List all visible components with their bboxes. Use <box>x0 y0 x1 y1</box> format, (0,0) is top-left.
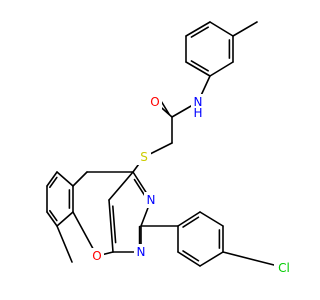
bond <box>209 21 234 37</box>
atom-label-pyrimidine-nitrogen-a: N <box>144 192 158 208</box>
bond-double <box>49 209 58 222</box>
atom-symbol-o: O <box>150 95 159 109</box>
atom-label-sulfur: S <box>137 149 151 165</box>
bond-double <box>182 250 200 262</box>
bond <box>232 21 258 37</box>
atom-label-pyrimidine-nitrogen-b: N <box>134 244 148 260</box>
bond <box>185 21 211 37</box>
bond <box>222 251 275 266</box>
atom-symbol-n: N <box>194 95 203 109</box>
atom-hydrogen-h: H <box>193 106 202 120</box>
bond <box>56 225 73 263</box>
atom-label-pyran-oxygen: O <box>90 248 104 264</box>
bond <box>72 171 88 187</box>
molecule-structure: N H O S N N O <box>46 21 294 276</box>
bond <box>56 211 74 227</box>
bond <box>209 61 234 77</box>
bond-layer <box>46 21 275 267</box>
atom-label-amide-nitrogen: N H <box>191 94 205 120</box>
atom-label-layer: N H O S N N O <box>90 94 294 276</box>
atom-label-chlorine: Cl <box>274 260 294 276</box>
bond <box>177 251 201 267</box>
bond <box>46 171 58 187</box>
bond <box>46 211 58 227</box>
bond <box>185 61 211 77</box>
atom-symbol-n: N <box>147 193 156 207</box>
bond-double <box>112 205 117 244</box>
bond <box>56 171 74 187</box>
bond <box>199 251 224 267</box>
molecule-canvas: N H O S N N O <box>46 21 294 276</box>
bond-double <box>190 60 209 72</box>
bond-double <box>182 216 200 228</box>
bond-double <box>49 176 58 189</box>
bond <box>108 171 134 201</box>
bond <box>177 211 201 227</box>
atom-symbol-o: O <box>92 249 101 263</box>
atom-symbol-s: S <box>140 150 148 164</box>
bond-double <box>190 26 209 38</box>
bond <box>108 199 114 253</box>
bond <box>199 211 224 227</box>
atom-label-carbonyl-oxygen: O <box>148 94 162 110</box>
atom-symbol-n: N <box>137 245 146 259</box>
atom-symbol-cl: Cl <box>278 261 290 275</box>
